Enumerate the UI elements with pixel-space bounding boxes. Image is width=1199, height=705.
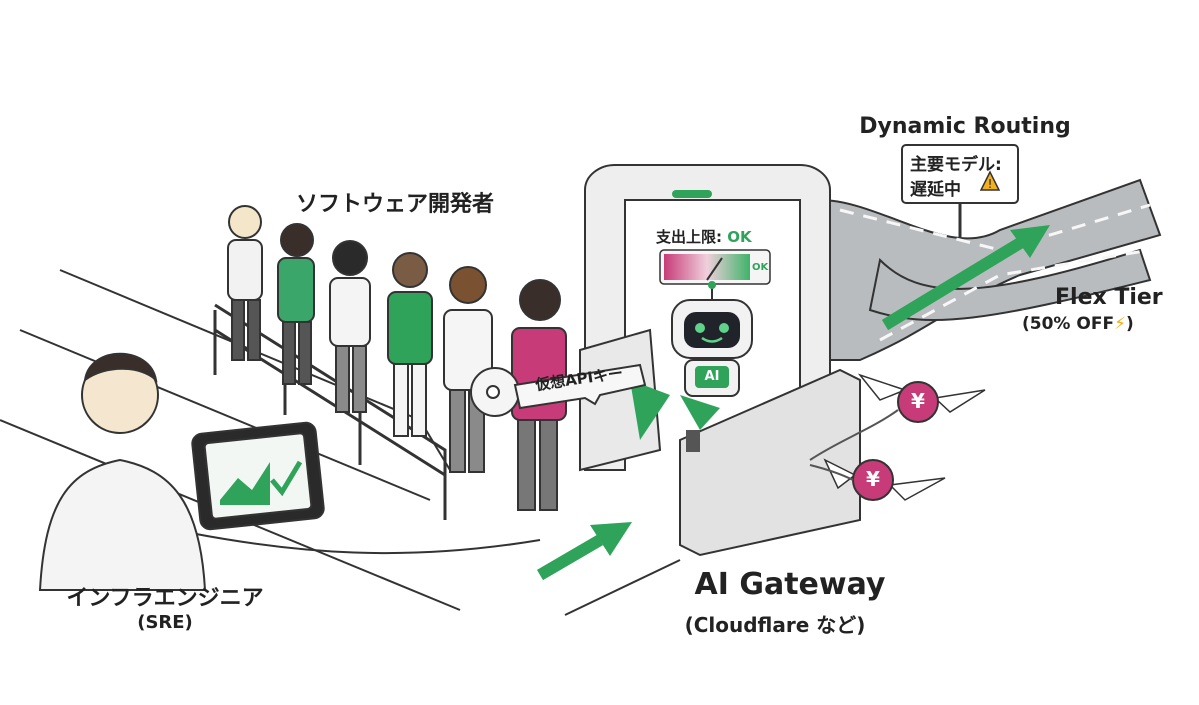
entrance-arrow xyxy=(536,522,632,581)
coin-symbol-2: ¥ xyxy=(866,467,880,491)
gauge-ok-label: OK xyxy=(752,262,769,273)
key-icon xyxy=(470,363,647,417)
gateway-subtitle: (Cloudflare など) xyxy=(684,613,866,637)
gateway-title: AI Gateway xyxy=(694,567,886,602)
turnstile xyxy=(579,328,861,557)
flex-tier-discount: (50% OFF xyxy=(1022,314,1115,334)
route-arrow xyxy=(881,225,1050,331)
developers-label: ソフトウェア開発者 xyxy=(296,192,495,217)
warning-icon xyxy=(979,170,1001,191)
budget-label-text: 支出上限: xyxy=(656,228,722,246)
sign-line-1: 主要モデル: xyxy=(910,155,1002,175)
coin-icon xyxy=(809,373,986,501)
developers xyxy=(227,205,567,511)
lightning-icon: ⚡ xyxy=(1114,314,1126,334)
routing-sign: ! xyxy=(901,144,1019,238)
robot-badge: AI xyxy=(704,369,720,384)
flex-tier-close-paren: ) xyxy=(1126,314,1134,334)
routing-title: Dynamic Routing xyxy=(859,114,1071,139)
robot-icon xyxy=(671,281,753,397)
sign-line-2: 遅延中 xyxy=(910,180,961,200)
check-icon xyxy=(270,460,303,497)
flex-tier-subtitle: (50% OFF⚡) xyxy=(1022,314,1134,334)
budget-status: OK xyxy=(727,228,752,246)
svg-text:!: ! xyxy=(988,177,993,191)
flex-tier-title: Flex Tier xyxy=(1055,285,1163,310)
budget-label: 支出上限: OK xyxy=(656,226,752,247)
sre-engineer xyxy=(38,352,325,591)
coin-symbol-1: ¥ xyxy=(911,389,925,413)
sre-title: インフラエンジニア xyxy=(66,586,264,611)
sre-subtitle: (SRE) xyxy=(137,612,193,633)
